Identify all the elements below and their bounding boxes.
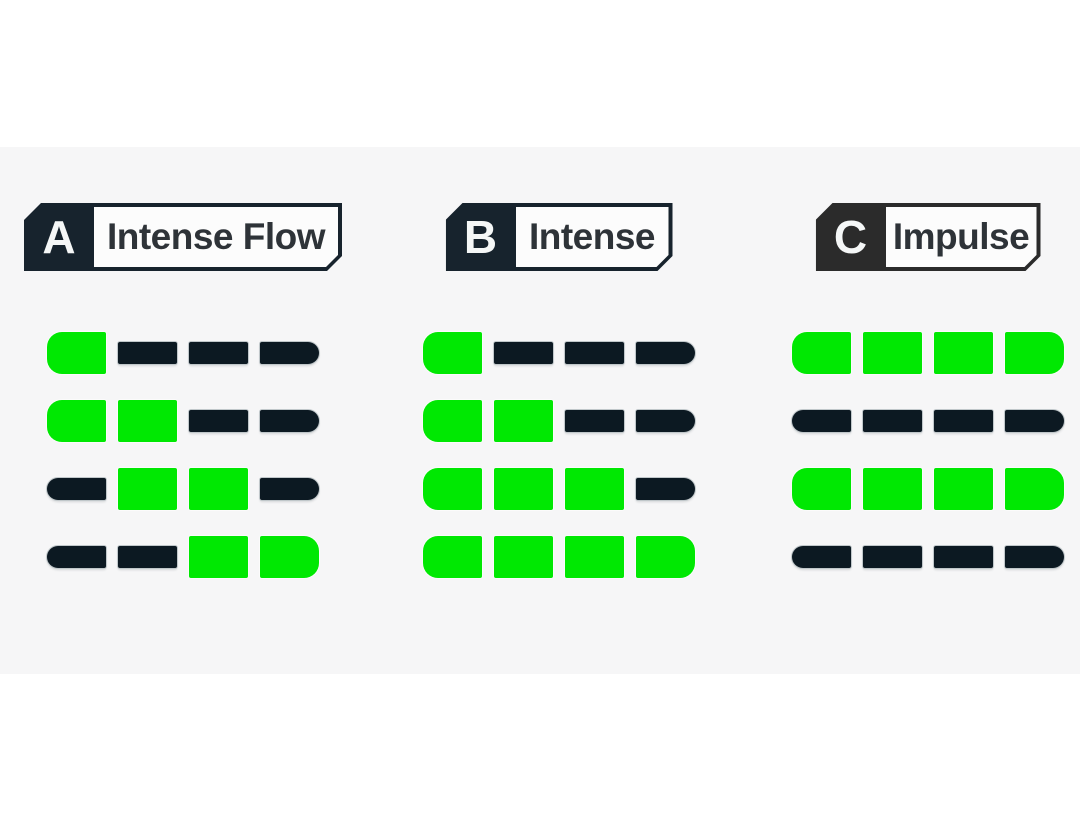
inactive-segment	[863, 410, 922, 432]
active-segment	[189, 468, 248, 510]
pattern-row	[47, 332, 319, 374]
active-segment	[47, 332, 106, 374]
pattern-row	[423, 332, 695, 374]
panel-c-letter-badge: C	[833, 211, 868, 263]
active-segment	[494, 536, 553, 578]
panel-c: C Impulse	[792, 203, 1064, 578]
pattern-row	[423, 536, 695, 578]
pattern-row	[423, 468, 695, 510]
pattern-row	[792, 332, 1064, 374]
panel-c-title: Impulse	[892, 216, 1030, 257]
panel-c-pattern-grid	[792, 332, 1064, 578]
panel-b: B Intense	[423, 203, 695, 578]
panel-a-letter-badge: A	[42, 211, 76, 263]
panel-a-tag: A Intense Flow	[24, 203, 342, 271]
active-segment	[792, 332, 851, 374]
active-segment	[423, 400, 482, 442]
active-segment	[934, 468, 993, 510]
inactive-segment	[934, 410, 993, 432]
inactive-segment	[792, 410, 851, 432]
active-segment	[863, 332, 922, 374]
active-segment	[636, 536, 695, 578]
active-segment	[494, 400, 553, 442]
pattern-row	[792, 536, 1064, 578]
active-segment	[47, 400, 106, 442]
panel-b-tag: B Intense	[446, 203, 673, 271]
panel-b-tag-body	[516, 207, 669, 267]
active-segment	[1005, 468, 1064, 510]
inactive-segment	[792, 546, 851, 568]
inactive-segment	[636, 342, 695, 364]
active-segment	[494, 468, 553, 510]
active-segment	[260, 536, 319, 578]
panel-b-tag-shape: B Intense	[446, 203, 673, 271]
panel-b-letter-badge: B	[463, 211, 498, 263]
panel-a-tag-body	[94, 207, 338, 267]
active-segment	[423, 332, 482, 374]
pattern-row	[47, 400, 319, 442]
pattern-row	[47, 536, 319, 578]
inactive-segment	[636, 410, 695, 432]
inactive-segment	[565, 342, 624, 364]
pattern-row	[423, 400, 695, 442]
inactive-segment	[1005, 410, 1064, 432]
inactive-segment	[260, 478, 319, 500]
inactive-segment	[494, 342, 553, 364]
panel-c-tag: C Impulse	[816, 203, 1041, 271]
pattern-row	[792, 400, 1064, 442]
pattern-row	[792, 468, 1064, 510]
active-segment	[792, 468, 851, 510]
inactive-segment	[565, 410, 624, 432]
inactive-segment	[1005, 546, 1064, 568]
active-segment	[565, 468, 624, 510]
inactive-segment	[863, 546, 922, 568]
panel-a: A Intense Flow	[47, 203, 319, 578]
active-segment	[118, 468, 177, 510]
inactive-segment	[934, 546, 993, 568]
inactive-segment	[189, 342, 248, 364]
panel-b-pattern-grid	[423, 332, 695, 578]
active-segment	[423, 536, 482, 578]
inactive-segment	[118, 546, 177, 568]
panel-a-pattern-grid	[47, 332, 319, 578]
active-segment	[189, 536, 248, 578]
active-segment	[565, 536, 624, 578]
inactive-segment	[47, 478, 106, 500]
inactive-segment	[260, 410, 319, 432]
active-segment	[118, 400, 177, 442]
inactive-segment	[636, 478, 695, 500]
panel-a-tag-shape: A Intense Flow	[24, 203, 342, 271]
active-segment	[423, 468, 482, 510]
inactive-segment	[189, 410, 248, 432]
inactive-segment	[118, 342, 177, 364]
panel-c-tag-body	[886, 207, 1037, 267]
active-segment	[934, 332, 993, 374]
pattern-row	[47, 468, 319, 510]
active-segment	[1005, 332, 1064, 374]
panel-a-title: Intense Flow	[106, 216, 326, 257]
panel-b-title: Intense	[528, 216, 656, 257]
active-segment	[863, 468, 922, 510]
inactive-segment	[260, 342, 319, 364]
panel-c-tag-shape: C Impulse	[816, 203, 1041, 271]
inactive-segment	[47, 546, 106, 568]
